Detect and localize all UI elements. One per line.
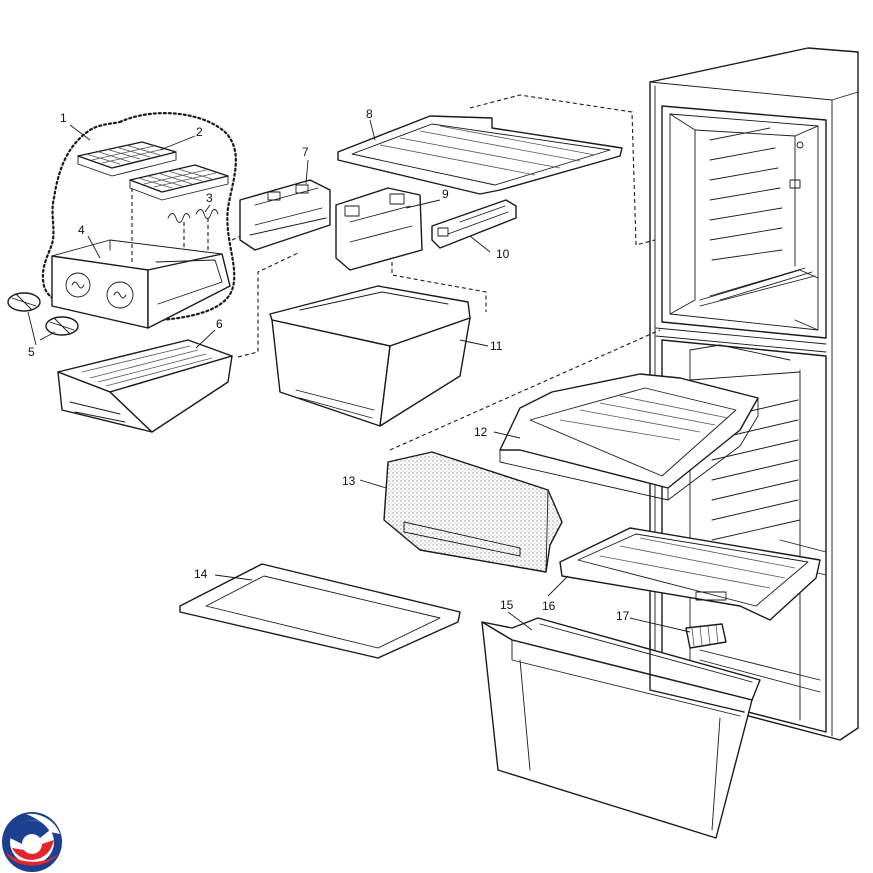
brand-logo-icon xyxy=(2,812,62,872)
glass-shelf xyxy=(179,563,461,659)
callout-10: 10 xyxy=(496,247,510,261)
control-knobs xyxy=(7,292,79,336)
callout-2: 2 xyxy=(196,125,203,139)
callout-13: 13 xyxy=(342,474,356,488)
callout-16: 16 xyxy=(542,599,556,613)
freezer-shelf xyxy=(337,115,623,195)
springs xyxy=(131,188,219,265)
callout-11: 11 xyxy=(490,339,503,353)
callout-17: 17 xyxy=(616,609,630,623)
callout-labels: 1 2 3 4 5 6 7 8 9 10 11 12 13 14 15 16 1… xyxy=(28,107,630,623)
callout-12: 12 xyxy=(474,425,488,439)
ice-cube-trays xyxy=(77,141,229,201)
ice-maker-bin xyxy=(51,239,231,329)
crisper-cover xyxy=(383,451,563,573)
callout-4: 4 xyxy=(78,223,85,237)
callout-6: 6 xyxy=(216,317,223,331)
ice-storage-tray xyxy=(57,339,233,433)
callout-14: 14 xyxy=(194,567,208,581)
crisper-bracket xyxy=(335,187,423,271)
crisper-drawer xyxy=(269,285,471,427)
callout-5: 5 xyxy=(28,345,35,359)
shelf-slide xyxy=(431,199,517,249)
callout-15: 15 xyxy=(500,598,514,612)
callout-3: 3 xyxy=(206,191,213,205)
fresh-tray xyxy=(499,373,759,501)
small-filter xyxy=(685,623,727,649)
callout-1: 1 xyxy=(60,111,67,125)
callout-leaders xyxy=(27,119,691,633)
vegetable-drawer xyxy=(481,617,761,839)
crisper-shelf xyxy=(559,527,821,621)
shelf-guide-rail xyxy=(239,179,331,251)
callout-8: 8 xyxy=(366,107,373,121)
callout-7: 7 xyxy=(302,145,309,159)
callout-9: 9 xyxy=(442,187,449,201)
